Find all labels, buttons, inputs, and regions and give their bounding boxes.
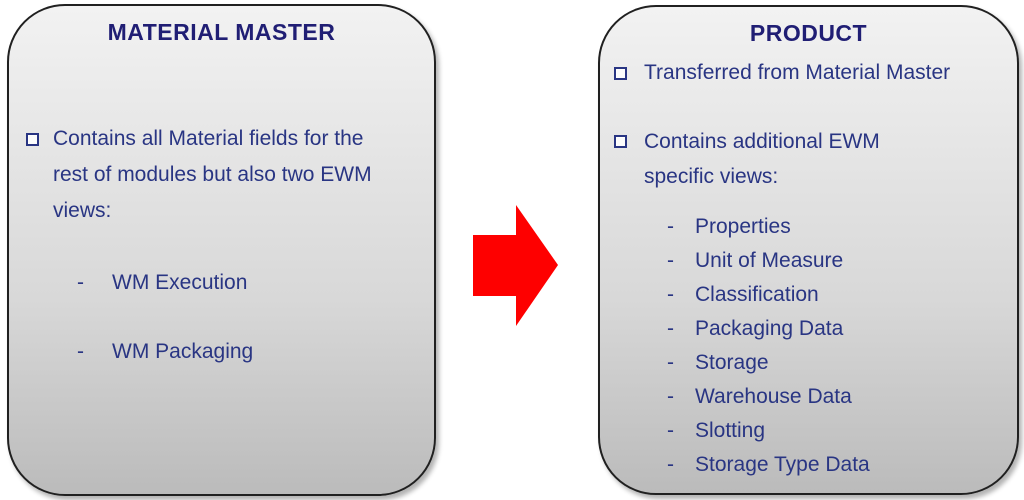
square-bullet-icon xyxy=(614,67,627,80)
sub-bullet-label: WM Execution xyxy=(112,271,248,294)
bullet-text: Contains additional EWM specific views: xyxy=(644,124,880,194)
sub-bullet-item: - Storage Type Data xyxy=(667,448,1009,482)
square-bullet-icon xyxy=(26,133,39,146)
bullet-item: Contains additional EWM specific views: xyxy=(614,124,1009,194)
material-master-title: MATERIAL MASTER xyxy=(107,19,336,45)
sub-bullet-label: Classification xyxy=(695,283,819,306)
sub-bullet-item: - Properties xyxy=(667,210,1009,244)
dash-bullet-icon: - xyxy=(667,317,674,340)
sub-bullet-item: - Packaging Data xyxy=(667,312,1009,346)
sub-bullet-item: - Unit of Measure xyxy=(667,244,1009,278)
sub-bullet-label: Slotting xyxy=(695,419,766,442)
sub-bullet-label: Storage xyxy=(695,351,769,374)
product-title: PRODUCT xyxy=(749,20,868,46)
sub-bullet-label: WM Packaging xyxy=(112,340,254,363)
sub-bullet-label: Unit of Measure xyxy=(695,249,844,272)
sub-bullet-label: Storage Type Data xyxy=(695,453,870,476)
sub-bullet-list: - Properties - Unit of Measure - Classif… xyxy=(667,210,1009,482)
transfer-arrow-icon xyxy=(473,205,558,326)
dash-bullet-icon: - xyxy=(77,340,84,363)
dash-bullet-icon: - xyxy=(667,283,674,306)
sub-bullet-item: - WM Packaging xyxy=(77,337,253,367)
arrow-body xyxy=(473,235,517,296)
dash-bullet-icon: - xyxy=(667,351,674,374)
sub-bullet-item: - Slotting xyxy=(667,414,1009,448)
bullet-item: Transferred from Material Master xyxy=(614,56,1009,90)
dash-bullet-icon: - xyxy=(667,385,674,408)
bullet-text-line: rest of modules but also two EWM xyxy=(53,163,372,186)
sub-bullet-item: - Warehouse Data xyxy=(667,380,1009,414)
sub-bullet-label: Warehouse Data xyxy=(695,385,852,408)
product-box: PRODUCT Transferred from Material Master… xyxy=(598,5,1019,495)
bullet-text-line: Contains all Material fields for the xyxy=(53,127,364,150)
dash-bullet-icon: - xyxy=(667,453,674,476)
bullet-item: Contains all Material fields for the res… xyxy=(26,121,422,229)
bullet-text: Transferred from Material Master xyxy=(644,61,951,84)
sub-bullet-label: Packaging Data xyxy=(695,317,844,340)
dash-bullet-icon: - xyxy=(667,419,674,442)
sub-bullet-item: - Classification xyxy=(667,278,1009,312)
bullet-text-line: specific views: xyxy=(644,165,779,188)
arrow-head xyxy=(516,205,558,326)
sub-bullet-item: - Storage xyxy=(667,346,1009,380)
bullet-text-line: views: xyxy=(53,199,112,222)
material-master-box: MATERIAL MASTER Contains all Material fi… xyxy=(7,4,436,496)
bullet-text-line: Contains additional EWM xyxy=(644,130,880,153)
dash-bullet-icon: - xyxy=(77,271,84,294)
sub-bullet-item: - WM Execution xyxy=(77,268,247,298)
sub-bullet-label: Properties xyxy=(695,215,791,238)
dash-bullet-icon: - xyxy=(667,249,674,272)
dash-bullet-icon: - xyxy=(667,215,674,238)
square-bullet-icon xyxy=(614,135,627,148)
bullet-text: Contains all Material fields for the res… xyxy=(53,121,372,229)
